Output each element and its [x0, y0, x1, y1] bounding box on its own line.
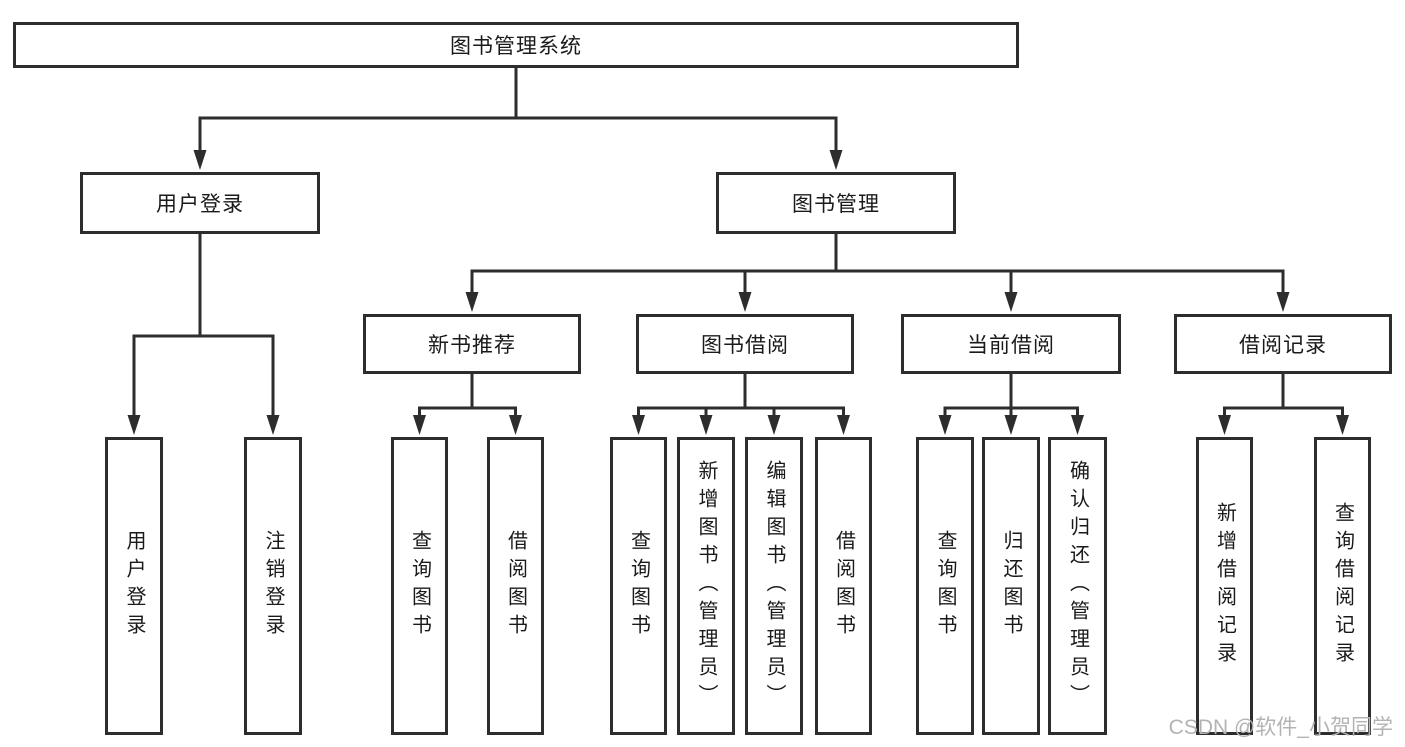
arrowhead-icon	[767, 415, 781, 435]
node-label: 新书推荐	[428, 334, 516, 357]
node-label: 当前借阅	[967, 334, 1055, 357]
leaf-nbr-borrow-books: 借阅图书	[487, 437, 544, 735]
node-new-book-recommend: 新书推荐	[363, 314, 581, 374]
arrowhead-icon	[509, 415, 522, 435]
leaf-nbr-query-books: 查询图书	[391, 437, 448, 735]
arrowhead-icon	[699, 415, 713, 435]
arrowhead-icon	[1071, 415, 1084, 435]
node-label: 用户登录	[123, 530, 145, 642]
node-label: 查询借阅记录	[1331, 502, 1354, 670]
node-label: 确认归还（管理员）	[1066, 460, 1089, 712]
node-label: 归还图书	[1000, 530, 1022, 642]
node-label: 图书管理	[792, 193, 880, 216]
node-borrowing-records: 借阅记录	[1174, 314, 1392, 374]
arrowhead-icon	[738, 292, 752, 312]
node-label: 借阅图书	[832, 530, 855, 642]
arrowhead-icon	[413, 415, 426, 435]
node-label: 编辑图书（管理员）	[763, 460, 785, 712]
csdn-watermark: CSDN @软件_小贺同学	[1168, 716, 1393, 739]
node-user-login: 用户登录	[80, 172, 320, 234]
node-book-management: 图书管理	[716, 172, 956, 234]
arrowhead-icon	[465, 292, 479, 312]
leaf-cb-query-books: 查询图书	[916, 437, 974, 735]
arrowhead-icon	[632, 415, 645, 435]
arrowhead-icon	[1004, 292, 1018, 312]
node-label: 新增借阅记录	[1213, 502, 1236, 670]
node-current-borrowing: 当前借阅	[901, 314, 1121, 374]
leaf-user-login: 用户登录	[105, 437, 163, 735]
leaf-cb-return-books: 归还图书	[982, 437, 1040, 735]
node-label: 用户登录	[156, 193, 244, 216]
arrowhead-icon	[1004, 415, 1018, 435]
leaf-cb-confirm-return-admin: 确认归还（管理员）	[1048, 437, 1107, 735]
arrowhead-icon	[193, 150, 207, 170]
node-label: 借阅图书	[504, 530, 527, 642]
node-label: 注销登录	[262, 530, 284, 642]
arrowhead-icon	[266, 415, 280, 435]
leaf-bb-query-books: 查询图书	[610, 437, 667, 735]
node-label: 新增图书（管理员）	[695, 460, 717, 712]
leaf-bb-add-books-admin: 新增图书（管理员）	[677, 437, 735, 735]
arrowhead-icon	[938, 415, 952, 435]
arrowhead-icon	[829, 150, 843, 170]
node-label: 查询图书	[627, 530, 650, 642]
leaf-bb-edit-books-admin: 编辑图书（管理员）	[745, 437, 803, 735]
node-book-borrowing: 图书借阅	[636, 314, 854, 374]
node-label: 查询图书	[408, 530, 431, 642]
node-label: 借阅记录	[1239, 334, 1327, 357]
leaf-logout: 注销登录	[244, 437, 302, 735]
node-label: 查询图书	[934, 530, 956, 642]
leaf-br-add-record: 新增借阅记录	[1196, 437, 1253, 735]
arrowhead-icon	[1336, 415, 1349, 435]
arrowhead-icon	[127, 415, 141, 435]
leaf-bb-borrow-books: 借阅图书	[815, 437, 872, 735]
leaf-br-query-record: 查询借阅记录	[1314, 437, 1371, 735]
node-label: 图书借阅	[701, 334, 789, 357]
node-library-system: 图书管理系统	[13, 22, 1019, 68]
node-label: 图书管理系统	[450, 35, 582, 58]
arrowhead-icon	[1218, 415, 1231, 435]
arrowhead-icon	[1276, 292, 1290, 312]
arrowhead-icon	[837, 415, 850, 435]
